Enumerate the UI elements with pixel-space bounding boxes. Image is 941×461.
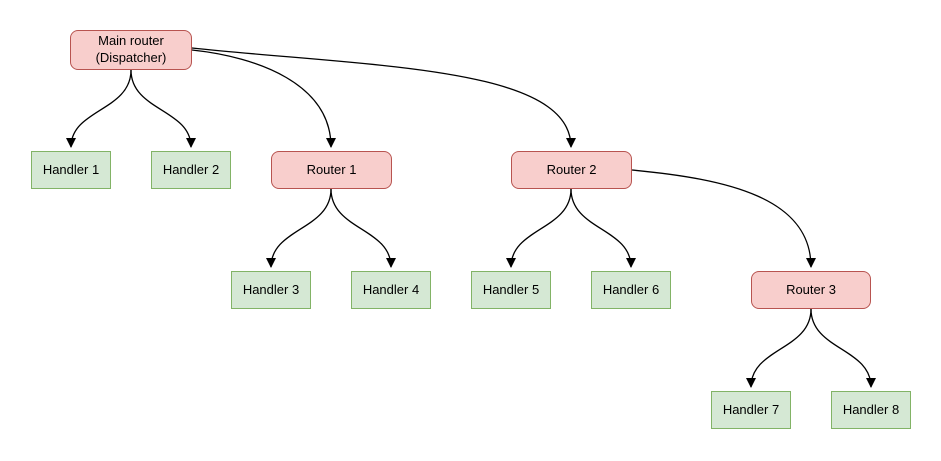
handler-7-node: Handler 7: [711, 391, 791, 429]
edge-router-1-to-handler-4: [330, 188, 396, 268]
edge-router-2-to-handler-5: [506, 188, 572, 268]
edge-main-to-handler-1: [66, 69, 132, 148]
handler-1-node: Handler 1: [31, 151, 111, 189]
handler-8-node: Handler 8: [831, 391, 911, 429]
edge-router-1-to-handler-3: [266, 188, 332, 268]
router-1-node: Router 1: [271, 151, 392, 189]
edge-main-to-router-2: [191, 47, 576, 148]
edge-router-3-to-handler-8: [810, 308, 876, 388]
edge-router-2-to-handler-6: [570, 188, 636, 268]
main-router-node: Main router (Dispatcher): [70, 30, 192, 70]
edge-router-3-to-handler-7: [746, 308, 812, 388]
edge-main-to-router-1: [191, 49, 336, 148]
handler-4-node: Handler 4: [351, 271, 431, 309]
handler-2-node: Handler 2: [151, 151, 231, 189]
handler-6-node: Handler 6: [591, 271, 671, 309]
router-3-node: Router 3: [751, 271, 871, 309]
edge-main-to-handler-2: [130, 69, 196, 148]
router-2-node: Router 2: [511, 151, 632, 189]
edge-router-2-to-router-3: [631, 169, 816, 268]
handler-3-node: Handler 3: [231, 271, 311, 309]
handler-5-node: Handler 5: [471, 271, 551, 309]
